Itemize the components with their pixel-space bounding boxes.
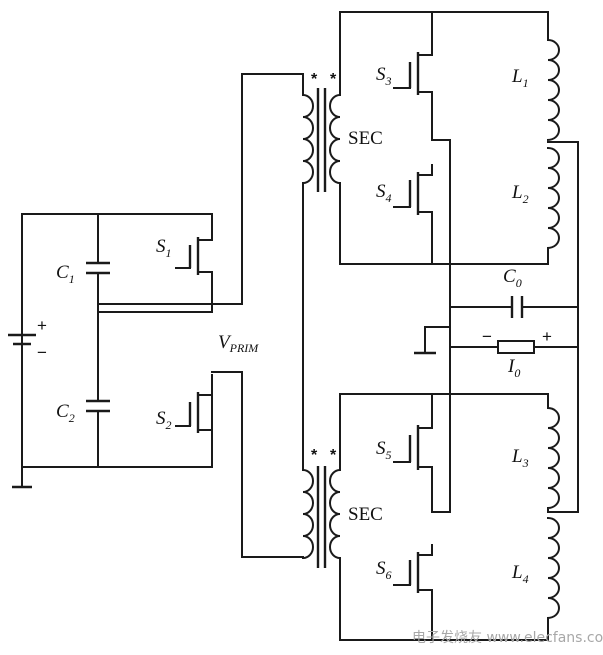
- load-minus-sign: −: [482, 327, 492, 346]
- label-l4: L4: [511, 562, 529, 586]
- battery: + −: [8, 316, 47, 362]
- mosfet-s4: [393, 164, 433, 231]
- battery-minus-sign: −: [37, 343, 47, 362]
- transformer-bottom: * *: [301, 447, 342, 568]
- secondary-top: [339, 11, 579, 456]
- inductor-l4: [546, 516, 560, 620]
- mosfet-s3: [393, 52, 433, 141]
- label-s5: S5: [376, 438, 392, 462]
- label-s4: S4: [376, 181, 392, 205]
- load-plus-sign: +: [542, 327, 552, 346]
- secondary-bottom: [339, 346, 579, 641]
- watermark: 电子发烧友 www.elecfans.com: [412, 630, 603, 646]
- label-l3: L3: [511, 446, 529, 470]
- transformer-top: * *: [301, 71, 342, 192]
- polarity-dot: *: [311, 447, 318, 464]
- output-section: − +: [414, 296, 579, 355]
- mosfet-s6: [393, 544, 433, 606]
- label-l2: L2: [511, 182, 529, 206]
- label-l1: L1: [511, 66, 529, 90]
- inductor-l3: [546, 406, 560, 511]
- label-s1: S1: [156, 236, 172, 260]
- capacitor-c1: [86, 261, 110, 275]
- battery-plus-sign: +: [37, 316, 47, 335]
- component-labels: C1 C2 S1 S2 VPRIM SEC SEC S3 S4 S5 S6 L1…: [56, 64, 529, 586]
- load-resistor: [497, 340, 535, 354]
- label-vprim: VPRIM: [218, 332, 259, 355]
- polarity-dot: *: [311, 71, 318, 88]
- label-s3: S3: [376, 64, 392, 88]
- mosfet-s1: [175, 237, 213, 291]
- wire: [97, 289, 213, 313]
- inductor-l1: [546, 38, 560, 142]
- label-c1: C1: [56, 262, 75, 286]
- label-c0: C0: [503, 266, 522, 290]
- label-sec-bottom: SEC: [348, 504, 383, 525]
- label-sec-top: SEC: [348, 128, 383, 149]
- polarity-dot: *: [330, 71, 337, 88]
- label-i0: I0: [507, 356, 520, 380]
- mosfet-s2: [175, 374, 213, 468]
- wire: [21, 213, 213, 468]
- polarity-dot: *: [330, 447, 337, 464]
- mosfet-s5: [393, 425, 433, 513]
- label-c2: C2: [56, 401, 75, 425]
- inductor-l2: [546, 146, 560, 250]
- wire: [97, 73, 304, 305]
- label-s6: S6: [376, 558, 392, 582]
- wire: [21, 213, 213, 241]
- label-s2: S2: [156, 408, 172, 432]
- capacitor-c2: [86, 399, 110, 413]
- wire: [211, 371, 304, 558]
- primary-circuit: + −: [8, 73, 304, 558]
